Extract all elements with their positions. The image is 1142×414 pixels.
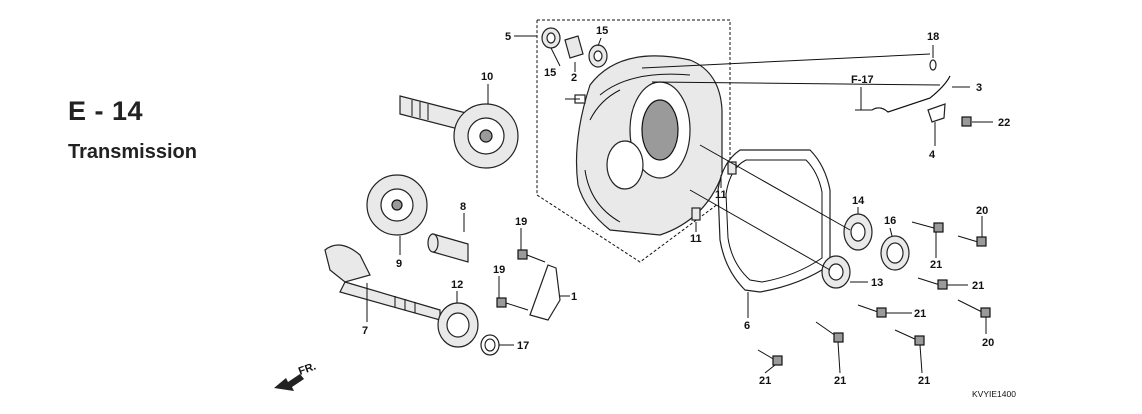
callout-11: 11: [690, 233, 702, 245]
callout-12: 12: [451, 279, 463, 291]
bolt-20-upper: [957, 235, 987, 247]
bearing-12: [437, 302, 479, 348]
bracket-1: [529, 264, 561, 321]
section-name: Transmission: [68, 141, 197, 163]
clip-18: [929, 59, 937, 71]
bolt-21-c: [857, 304, 887, 318]
gear-8: [427, 233, 469, 263]
front-label: FR.: [297, 360, 318, 377]
callout-16: 16: [884, 215, 896, 227]
section-code: E - 14: [68, 96, 144, 126]
guide-4: [927, 103, 946, 123]
callout-17: 17: [517, 340, 529, 352]
callout-13: 13: [871, 277, 883, 289]
gasket: [717, 149, 831, 293]
assembly-box: [536, 19, 731, 263]
leader-lines: [366, 35, 993, 374]
bolt-22: [961, 116, 972, 127]
callout-21: 21: [930, 259, 942, 271]
callout-11: 11: [715, 189, 727, 201]
callout-9: 9: [396, 258, 402, 270]
shaft-7: [324, 244, 441, 321]
oil-seal-17: [480, 334, 500, 356]
collar-2: [564, 35, 584, 59]
bearing-15: [588, 44, 608, 68]
bearing-14: [843, 213, 873, 251]
callout-1: 1: [571, 291, 577, 303]
callout-21: 21: [972, 280, 984, 292]
callout-10: 10: [481, 71, 493, 83]
dowel-pin-11-lower: [691, 207, 701, 221]
bolt-21-b: [917, 277, 948, 290]
callout-21: 21: [834, 375, 846, 387]
section-title-block: E - 14 Transmission: [68, 96, 197, 164]
transmission-cover: [565, 55, 723, 236]
bolt-19-lower: [496, 297, 529, 311]
ref-label: F-17: [851, 74, 874, 86]
callout-6: 6: [744, 320, 750, 332]
callout-20: 20: [976, 205, 988, 217]
bearing-13: [821, 255, 851, 289]
callout-18: 18: [927, 31, 939, 43]
callout-15: 15: [596, 25, 608, 37]
callout-21: 21: [914, 308, 926, 320]
bolt-21-d: [894, 329, 925, 346]
bolt-21-a: [911, 221, 944, 233]
bearing-5: [541, 27, 561, 49]
callout-21: 21: [759, 375, 771, 387]
callout-21: 21: [918, 375, 930, 387]
callout-8: 8: [460, 201, 466, 213]
callout-14: 14: [852, 195, 865, 207]
oil-seal-16: [880, 235, 910, 271]
shaft-10: [399, 95, 519, 169]
callout-7: 7: [362, 325, 368, 337]
gear-9: [366, 174, 428, 236]
drawing-code: KVYIE1400: [972, 389, 1016, 399]
callout-5: 5: [505, 31, 511, 43]
bolt-21-e: [815, 321, 844, 343]
bolt-19-upper: [517, 249, 546, 263]
callout-22: 22: [998, 117, 1010, 129]
front-direction-arrow: FR.: [274, 360, 318, 391]
callout-4: 4: [929, 149, 936, 161]
callout-2: 2: [571, 72, 577, 84]
bolt-21-f: [757, 349, 783, 366]
callout-20: 20: [982, 337, 994, 349]
callout-19: 19: [515, 216, 527, 228]
callout-15: 15: [544, 67, 556, 79]
callout-19: 19: [493, 264, 505, 276]
breather-tube-3: [855, 75, 951, 113]
callout-3: 3: [976, 82, 982, 94]
bolt-20-lower: [957, 299, 991, 318]
callout-numbers: 5 15 15 2 18 3 4 22 F-17 10 8 9 7 12 17 …: [362, 25, 1010, 387]
dowel-pin-11-upper: [727, 161, 737, 175]
